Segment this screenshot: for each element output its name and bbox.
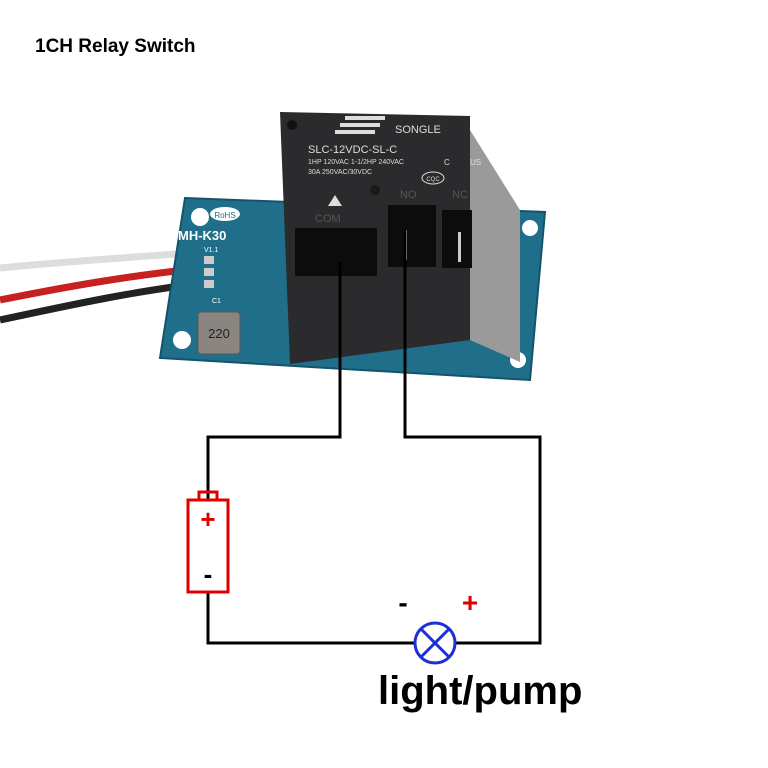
battery-plus: + xyxy=(200,504,215,534)
battery-icon: + - xyxy=(186,490,230,594)
relay-brand: SONGLE xyxy=(395,124,441,136)
relay-rating-2: 30A 250VAC/30VDC xyxy=(308,169,372,176)
ul-c: C xyxy=(444,158,450,167)
load-plus: + xyxy=(462,587,478,618)
load-minus: - xyxy=(398,587,407,618)
relay-rating-1: 1HP 120VAC 1-1/2HP 240VAC xyxy=(308,159,404,166)
board-version: V1.1 xyxy=(204,247,219,254)
battery-minus: - xyxy=(204,559,213,589)
com-terminal xyxy=(295,228,377,276)
nc-terminal xyxy=(442,210,472,268)
lamp-icon xyxy=(413,621,457,665)
relay: SONGLE SLC-12VDC-SL-C 1HP 120VAC 1-1/2HP… xyxy=(280,112,520,364)
com-label: COM xyxy=(315,213,341,225)
load-label: light/pump xyxy=(378,669,582,713)
no-terminal xyxy=(388,205,436,267)
ul-us: US xyxy=(470,158,481,167)
relay-model: SLC-12VDC-SL-C xyxy=(308,144,397,156)
circuit-wires xyxy=(206,230,542,645)
cqc-mark: CQC xyxy=(426,177,440,183)
board-model: MH-K30 xyxy=(178,228,226,243)
no-label: NO xyxy=(400,189,417,201)
inductor-label: 220 xyxy=(208,326,230,341)
diagram-title: 1CH Relay Switch xyxy=(35,36,196,57)
rohs-mark: RoHS xyxy=(214,211,235,220)
cap-label: C1 xyxy=(212,298,221,305)
nc-label: NC xyxy=(452,189,468,201)
